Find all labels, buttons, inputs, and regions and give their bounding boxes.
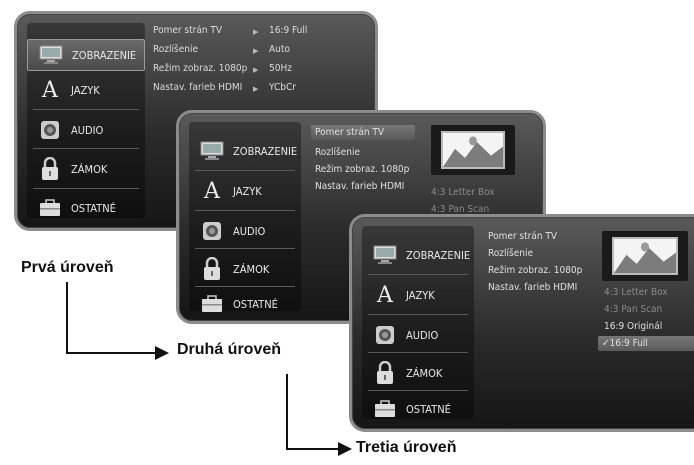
menu-label: JAZYK [71, 83, 100, 97]
menu-item-ostatne[interactable]: OSTATNÉ [189, 292, 301, 316]
menu-label: ZÁMOK [71, 162, 108, 176]
speaker-icon [37, 118, 63, 142]
option-original[interactable]: 16:9 Originál [604, 321, 663, 332]
preview-image [612, 237, 678, 275]
divider [368, 274, 468, 275]
connector-line [66, 282, 68, 353]
option-letter-box[interactable]: 4:3 Letter Box [604, 287, 668, 298]
setting-value: Auto [269, 44, 290, 55]
divider [33, 188, 139, 189]
menu-item-jazyk[interactable]: A JAZYK [27, 73, 145, 107]
setting-1080p-mode[interactable]: Režim zobraz. 1080p [488, 265, 583, 276]
caption-third-level: Tretia úroveň [356, 439, 457, 456]
menu-item-zobrazenie[interactable]: ZOBRAZENIE [27, 39, 145, 71]
letter-a-icon: A [204, 178, 220, 204]
monitor-icon [199, 139, 225, 163]
divider [195, 286, 295, 287]
menu-label: ZÁMOK [406, 366, 443, 380]
option-pan-scan[interactable]: 4:3 Pan Scan [604, 304, 663, 315]
setting-hdmi-color[interactable]: Nastav. farieb HDMI [488, 282, 578, 293]
padlock-icon [37, 157, 63, 181]
menu-item-zobrazenie[interactable]: ZOBRAZENIE [362, 240, 474, 270]
option-full-selected[interactable]: ✓16:9 Full [598, 336, 694, 351]
briefcase-icon [372, 397, 398, 421]
briefcase-icon [37, 196, 63, 220]
menu-item-ostatne[interactable]: OSTATNÉ [27, 195, 145, 221]
menu-item-jazyk[interactable]: A JAZYK [362, 278, 474, 312]
menu-item-audio[interactable]: AUDIO [27, 115, 145, 145]
arrow-right-icon: ▶ [253, 67, 259, 74]
menu-item-zamok[interactable]: ZÁMOK [27, 153, 145, 185]
caption-second-level: Druhá úroveň [177, 341, 282, 358]
divider [368, 314, 468, 315]
monitor-icon [38, 43, 64, 67]
divider [33, 109, 139, 110]
option-pan-scan[interactable]: 4:3 Pan Scan [431, 204, 490, 215]
setting-hdmi-color[interactable]: Nastav. farieb HDMI [315, 181, 405, 192]
menu-label: ZOBRAZENIE [406, 248, 471, 262]
setting-value: YCbCr [269, 82, 296, 93]
main-menu: ZOBRAZENIE A JAZYK AUDIO ZÁMOK OSTATNÉ [362, 226, 474, 419]
main-menu: ZOBRAZENIE A JAZYK AUDIO ZÁMOK OSTATNÉ [189, 122, 301, 312]
option-letter-box[interactable]: 4:3 Letter Box [431, 187, 495, 198]
setting-resolution[interactable]: Rozlíšenie [488, 248, 533, 259]
padlock-icon [199, 257, 225, 281]
divider [368, 352, 468, 353]
menu-label: JAZYK [233, 184, 262, 198]
screen-third-level: ZOBRAZENIE A JAZYK AUDIO ZÁMOK OSTATNÉ [349, 214, 694, 432]
menu-item-zamok[interactable]: ZÁMOK [189, 254, 301, 284]
setting-label[interactable]: Pomer strán TV [153, 25, 223, 36]
setting-label[interactable]: Nastav. farieb HDMI [153, 82, 243, 93]
menu-label: AUDIO [233, 224, 266, 238]
connector-line [66, 352, 158, 354]
divider [195, 248, 295, 249]
menu-label: AUDIO [71, 123, 104, 137]
letter-a-icon: A [42, 77, 58, 103]
menu-label: JAZYK [406, 288, 435, 302]
setting-resolution[interactable]: Rozlíšenie [315, 147, 360, 158]
speaker-icon [199, 219, 225, 243]
menu-item-audio[interactable]: AUDIO [362, 320, 474, 350]
setting-aspect-ratio[interactable]: Pomer strán TV [311, 125, 415, 140]
divider [368, 390, 468, 391]
arrow-right-icon: ▶ [253, 48, 259, 55]
menu-label: ZOBRAZENIE [233, 144, 298, 158]
preview-image [441, 131, 505, 169]
connector-line [286, 448, 340, 450]
briefcase-icon [199, 292, 225, 316]
menu-item-audio[interactable]: AUDIO [189, 216, 301, 246]
menu-item-jazyk[interactable]: A JAZYK [189, 174, 301, 208]
arrow-right-icon [155, 346, 169, 360]
aspect-preview [431, 125, 515, 175]
menu-label: OSTATNÉ [406, 402, 451, 416]
divider [195, 210, 295, 211]
speaker-icon [372, 323, 398, 347]
setting-aspect-ratio[interactable]: Pomer strán TV [488, 231, 558, 242]
menu-item-ostatne[interactable]: OSTATNÉ [362, 396, 474, 422]
divider [33, 148, 139, 149]
divider [195, 170, 295, 171]
menu-label: ZOBRAZENIE [72, 48, 137, 62]
monitor-icon [372, 243, 398, 267]
letter-a-icon: A [377, 282, 393, 308]
setting-label[interactable]: Režim zobraz. 1080p [153, 63, 248, 74]
menu-item-zobrazenie[interactable]: ZOBRAZENIE [189, 136, 301, 166]
connector-line [286, 374, 288, 449]
menu-label: ZÁMOK [233, 262, 270, 276]
setting-1080p-mode[interactable]: Režim zobraz. 1080p [315, 164, 410, 175]
padlock-icon [372, 361, 398, 385]
menu-label: AUDIO [406, 328, 439, 342]
caption-first-level: Prvá úroveň [21, 259, 114, 276]
setting-value: 16:9 Full [269, 25, 308, 36]
menu-label: OSTATNÉ [71, 201, 116, 215]
menu-label: OSTATNÉ [233, 297, 278, 311]
arrow-right-icon: ▶ [253, 86, 259, 93]
arrow-right-icon: ▶ [253, 29, 259, 36]
setting-value: 50Hz [269, 63, 292, 74]
menu-item-zamok[interactable]: ZÁMOK [362, 358, 474, 388]
setting-label[interactable]: Rozlíšenie [153, 44, 198, 55]
main-menu: ZOBRAZENIE A JAZYK AUDIO ZÁMOK OSTATNÉ [27, 23, 145, 218]
arrow-right-icon [338, 442, 352, 456]
aspect-preview [602, 231, 688, 281]
